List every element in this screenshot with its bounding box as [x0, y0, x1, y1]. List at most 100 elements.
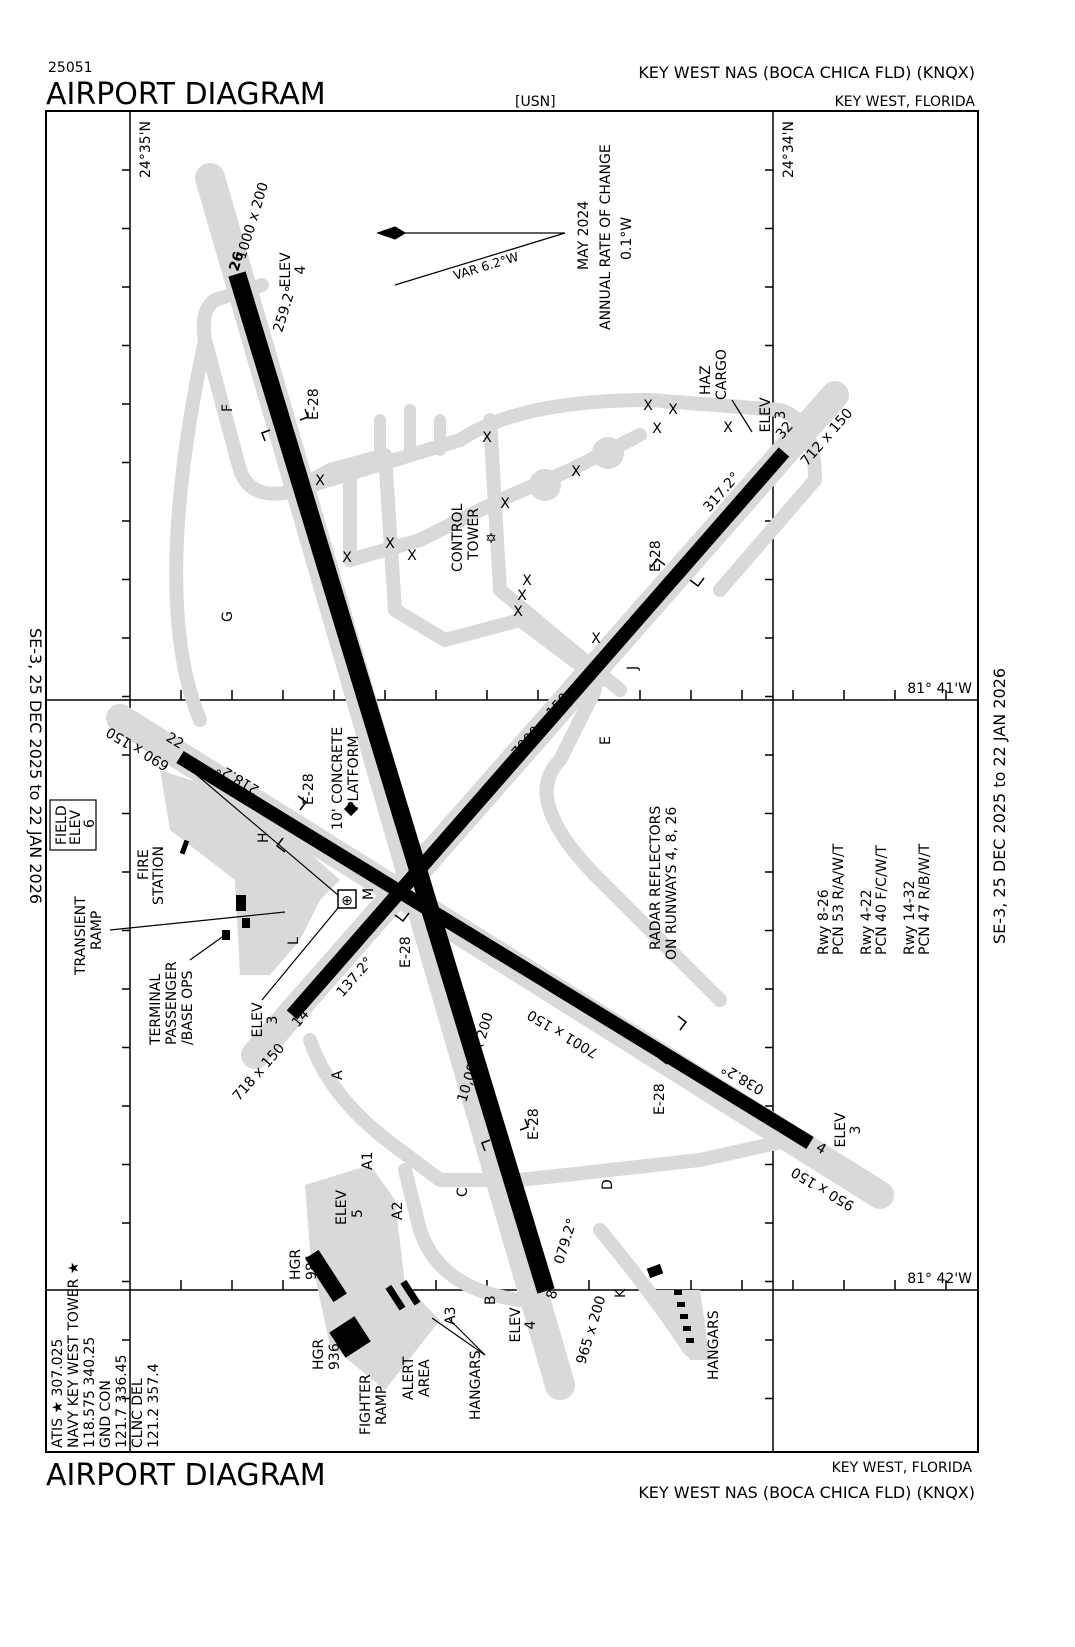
taxiway-H: H	[256, 832, 272, 843]
arresting-gear-label: E-28	[648, 540, 664, 572]
terminal-label-3: /BASE OPS	[180, 970, 196, 1045]
fire-station-label: FIRE	[136, 849, 152, 880]
validity-left: SE-3, 25 DEC 2025 to 22 JAN 2026	[26, 628, 45, 904]
field-elev-label-2: ELEV	[68, 810, 84, 845]
platform-label-2: PLATFORM	[346, 736, 362, 810]
runway-22-label: 22	[163, 730, 187, 753]
arresting-gear-label: E-28	[306, 388, 322, 420]
hgr-981-label-2: 981	[304, 1253, 320, 1280]
arresting-gear-label: E-28	[526, 1108, 542, 1140]
pcn-rwy-8-26-value: PCN 53 R/A/W/T	[831, 843, 847, 955]
svg-text:X: X	[407, 548, 417, 564]
taxiway-J: J	[625, 666, 641, 671]
taxiway-C: C	[455, 1187, 471, 1197]
field-elev-value: 6	[82, 819, 98, 828]
svg-text:X: X	[723, 420, 733, 436]
runway-8-heading: 079.2°	[552, 1216, 581, 1266]
runway-14-32	[286, 447, 790, 1020]
radar-reflectors-label: RADAR REFLECTORS	[648, 806, 664, 950]
hgr-936-label-2: 936	[327, 1343, 343, 1370]
arresting-gear-marks	[261, 408, 705, 1152]
fighter-ramp-label-2: RAMP	[374, 1386, 390, 1425]
taxiway-D: D	[600, 1179, 616, 1190]
hgr-936-label: HGR	[311, 1339, 327, 1370]
windsock-icon-glyph: ⊕	[341, 893, 353, 909]
hangars-label: HANGARS	[468, 1350, 484, 1420]
alert-area-hangars	[385, 1279, 421, 1311]
diagram-title: AIRPORT DIAGRAM	[46, 77, 326, 112]
alert-area-label: ALERT	[401, 1356, 417, 1400]
svg-text:X: X	[668, 402, 678, 418]
field-elev-label: FIELD	[54, 805, 70, 845]
fire-station-building	[179, 839, 190, 855]
field-elev-box	[49, 799, 97, 851]
hangar-apron	[650, 1290, 710, 1360]
taxiway-F: F	[220, 404, 236, 412]
hangar-936	[329, 1316, 371, 1358]
pcn-rwy-4-22-value: PCN 40 F/C/W/T	[874, 845, 890, 955]
freq-gnd: GND CON	[98, 1380, 114, 1448]
ramp-elev-value: 5	[350, 1209, 366, 1218]
runway-26-heading: 259.2°	[271, 284, 300, 334]
hangars-pointer	[431, 1317, 486, 1356]
haz-cargo-pointer	[731, 399, 753, 433]
svg-text:X: X	[513, 604, 523, 620]
control-tower-icon: ✡	[485, 531, 497, 547]
hangar-981	[305, 1249, 347, 1303]
runway-32-elev: ELEV	[758, 397, 774, 432]
terminal-building-2	[242, 918, 250, 928]
pcn-rwy-14-32-value: PCN 47 R/B/W/T	[917, 843, 933, 955]
taxiway-L: L	[286, 937, 302, 945]
variation-date: MAY 2024	[576, 201, 592, 270]
taxiway-h-line	[184, 764, 339, 896]
concrete-platform	[343, 801, 359, 817]
hangar-east	[646, 1263, 664, 1279]
taxiway-G: G	[220, 611, 236, 622]
terminal-label: TERMINAL	[148, 974, 164, 1046]
platform-label: 10' CONCRETE	[330, 727, 346, 830]
runway-4-22	[176, 751, 814, 1149]
footer-city: KEY WEST, FLORIDA	[832, 1460, 973, 1476]
operator-label: [USN]	[515, 94, 556, 110]
runway-8-dims: 965 x 200	[574, 1294, 610, 1366]
arresting-gear-label: E-28	[652, 1083, 668, 1115]
pcn-rwy-8-26: Rwy 8-26	[816, 889, 832, 955]
svg-text:X: X	[500, 496, 510, 512]
runways	[176, 271, 814, 1294]
terminal-pointer	[189, 934, 226, 961]
svg-text:X: X	[571, 464, 581, 480]
taxiway-A: A	[330, 1070, 346, 1080]
taxiway-K: K	[613, 1288, 629, 1298]
taxiway-M: M	[361, 888, 377, 900]
svg-text:X: X	[591, 631, 601, 647]
runway-26-dims: 1000 x 200	[234, 180, 273, 261]
svg-text:X: X	[643, 398, 653, 414]
runway-32-elev-value: 3	[773, 411, 789, 420]
magnetic-variation-arrows	[376, 226, 566, 286]
runway-14-elev-value: 3	[265, 1016, 281, 1025]
hangars-east-row	[674, 1290, 694, 1343]
freq-clnc: CLNC DEL	[130, 1378, 146, 1448]
latitude-left: 24°35'N	[138, 121, 154, 178]
runway-26-label: 26	[227, 250, 248, 273]
svg-text:X: X	[522, 573, 532, 589]
fire-station-label-2: STATION	[151, 846, 167, 905]
haz-cargo-label-2: CARGO	[714, 349, 730, 400]
hgr-981-label: HGR	[288, 1249, 304, 1280]
latitude-right: 24°34'N	[781, 121, 797, 178]
hangars-label-east: HANGARS	[706, 1310, 722, 1380]
taxiway-A1: A1	[360, 1152, 376, 1170]
runway-8-26	[228, 271, 555, 1294]
longitude-lower: 81° 42'W	[907, 1271, 972, 1287]
frequency-list: ATIS ★ 307.025 NAVY KEY WEST TOWER ★ 118…	[50, 1262, 162, 1448]
pcn-rwy-14-32: Rwy 14-32	[902, 880, 918, 955]
transient-ramp-label: TRANSIENT	[73, 896, 89, 976]
freq-gnd-values: 121.7 336.45	[114, 1354, 130, 1448]
runway-26-elev: ELEV	[278, 252, 294, 287]
runway-14-elev: ELEV	[250, 1002, 266, 1037]
freq-clnc-values: 121.2 357.4	[146, 1363, 162, 1448]
terminal-building	[236, 895, 246, 911]
validity-right: SE-3, 25 DEC 2025 to 22 JAN 2026	[990, 668, 1009, 944]
